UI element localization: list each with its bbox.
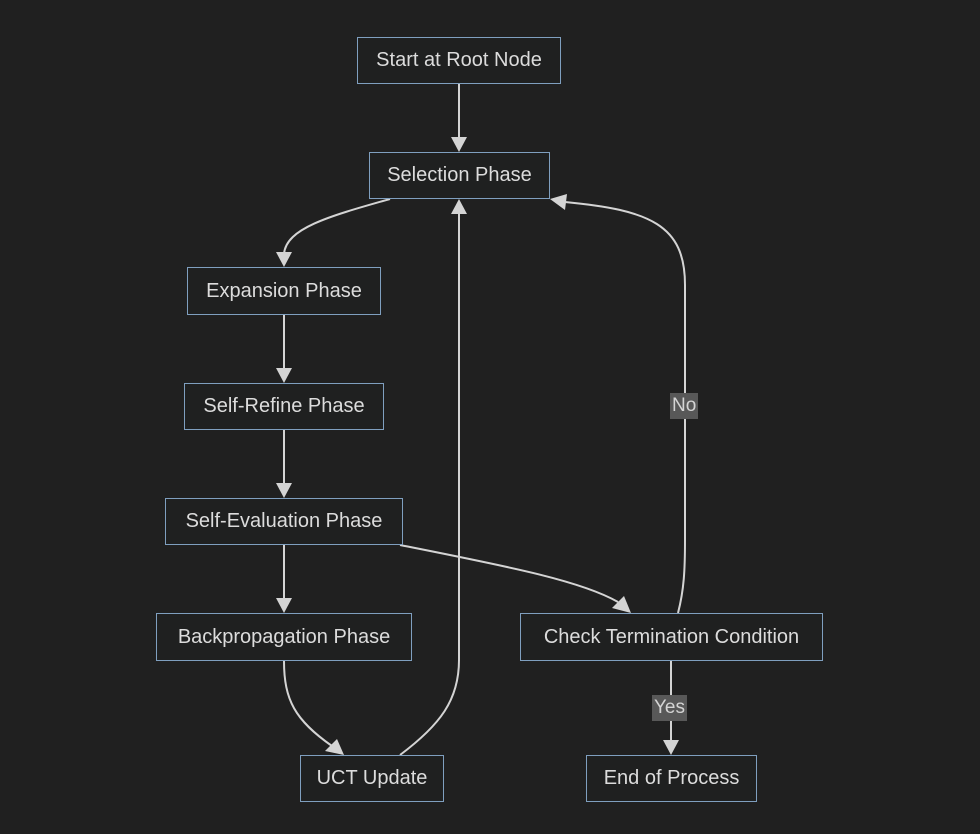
arrowhead [451, 199, 467, 214]
edge-backpropagation-uct [283, 660, 333, 747]
node-uct-update: UCT Update [300, 755, 444, 802]
node-self-refine-label: Self-Refine Phase [203, 395, 365, 417]
node-check-termination: Check Termination Condition [520, 613, 823, 661]
edge-uct-selection [399, 214, 460, 756]
node-start-label: Start at Root Node [376, 49, 542, 71]
arrowhead [276, 368, 292, 383]
node-self-refine-phase: Self-Refine Phase [184, 383, 384, 430]
edge-check-selection-no [564, 201, 686, 614]
arrowhead [276, 483, 292, 498]
arrowhead [276, 598, 292, 613]
node-end-of-process: End of Process [586, 755, 757, 802]
node-self-evaluation-phase: Self-Evaluation Phase [165, 498, 403, 545]
edge-label-no: No [670, 393, 699, 419]
arrowhead [612, 596, 631, 613]
node-expansion-label: Expansion Phase [206, 279, 362, 302]
edge-selection-expansion [283, 198, 391, 255]
node-selection-phase: Selection Phase [369, 152, 550, 199]
arrowhead [276, 252, 292, 267]
edge-label-yes: Yes [652, 695, 687, 721]
arrowhead [325, 739, 344, 755]
node-selection-label: Selection Phase [387, 164, 532, 186]
node-end-label: End of Process [603, 767, 740, 789]
node-expansion-phase: Expansion Phase [187, 267, 381, 315]
arrowhead [663, 740, 679, 755]
node-start: Start at Root Node [357, 37, 561, 84]
arrowhead [451, 137, 467, 152]
node-self-evaluation-label: Self-Evaluation Phase [185, 510, 383, 532]
edge-selfevaluation-check [399, 544, 619, 603]
node-backpropagation-label: Backpropagation Phase [177, 625, 391, 648]
node-check-termination-label: Check Termination Condition [543, 625, 800, 648]
arrowhead [550, 194, 567, 210]
node-backpropagation-phase: Backpropagation Phase [156, 613, 412, 661]
node-uct-update-label: UCT Update [316, 767, 428, 789]
